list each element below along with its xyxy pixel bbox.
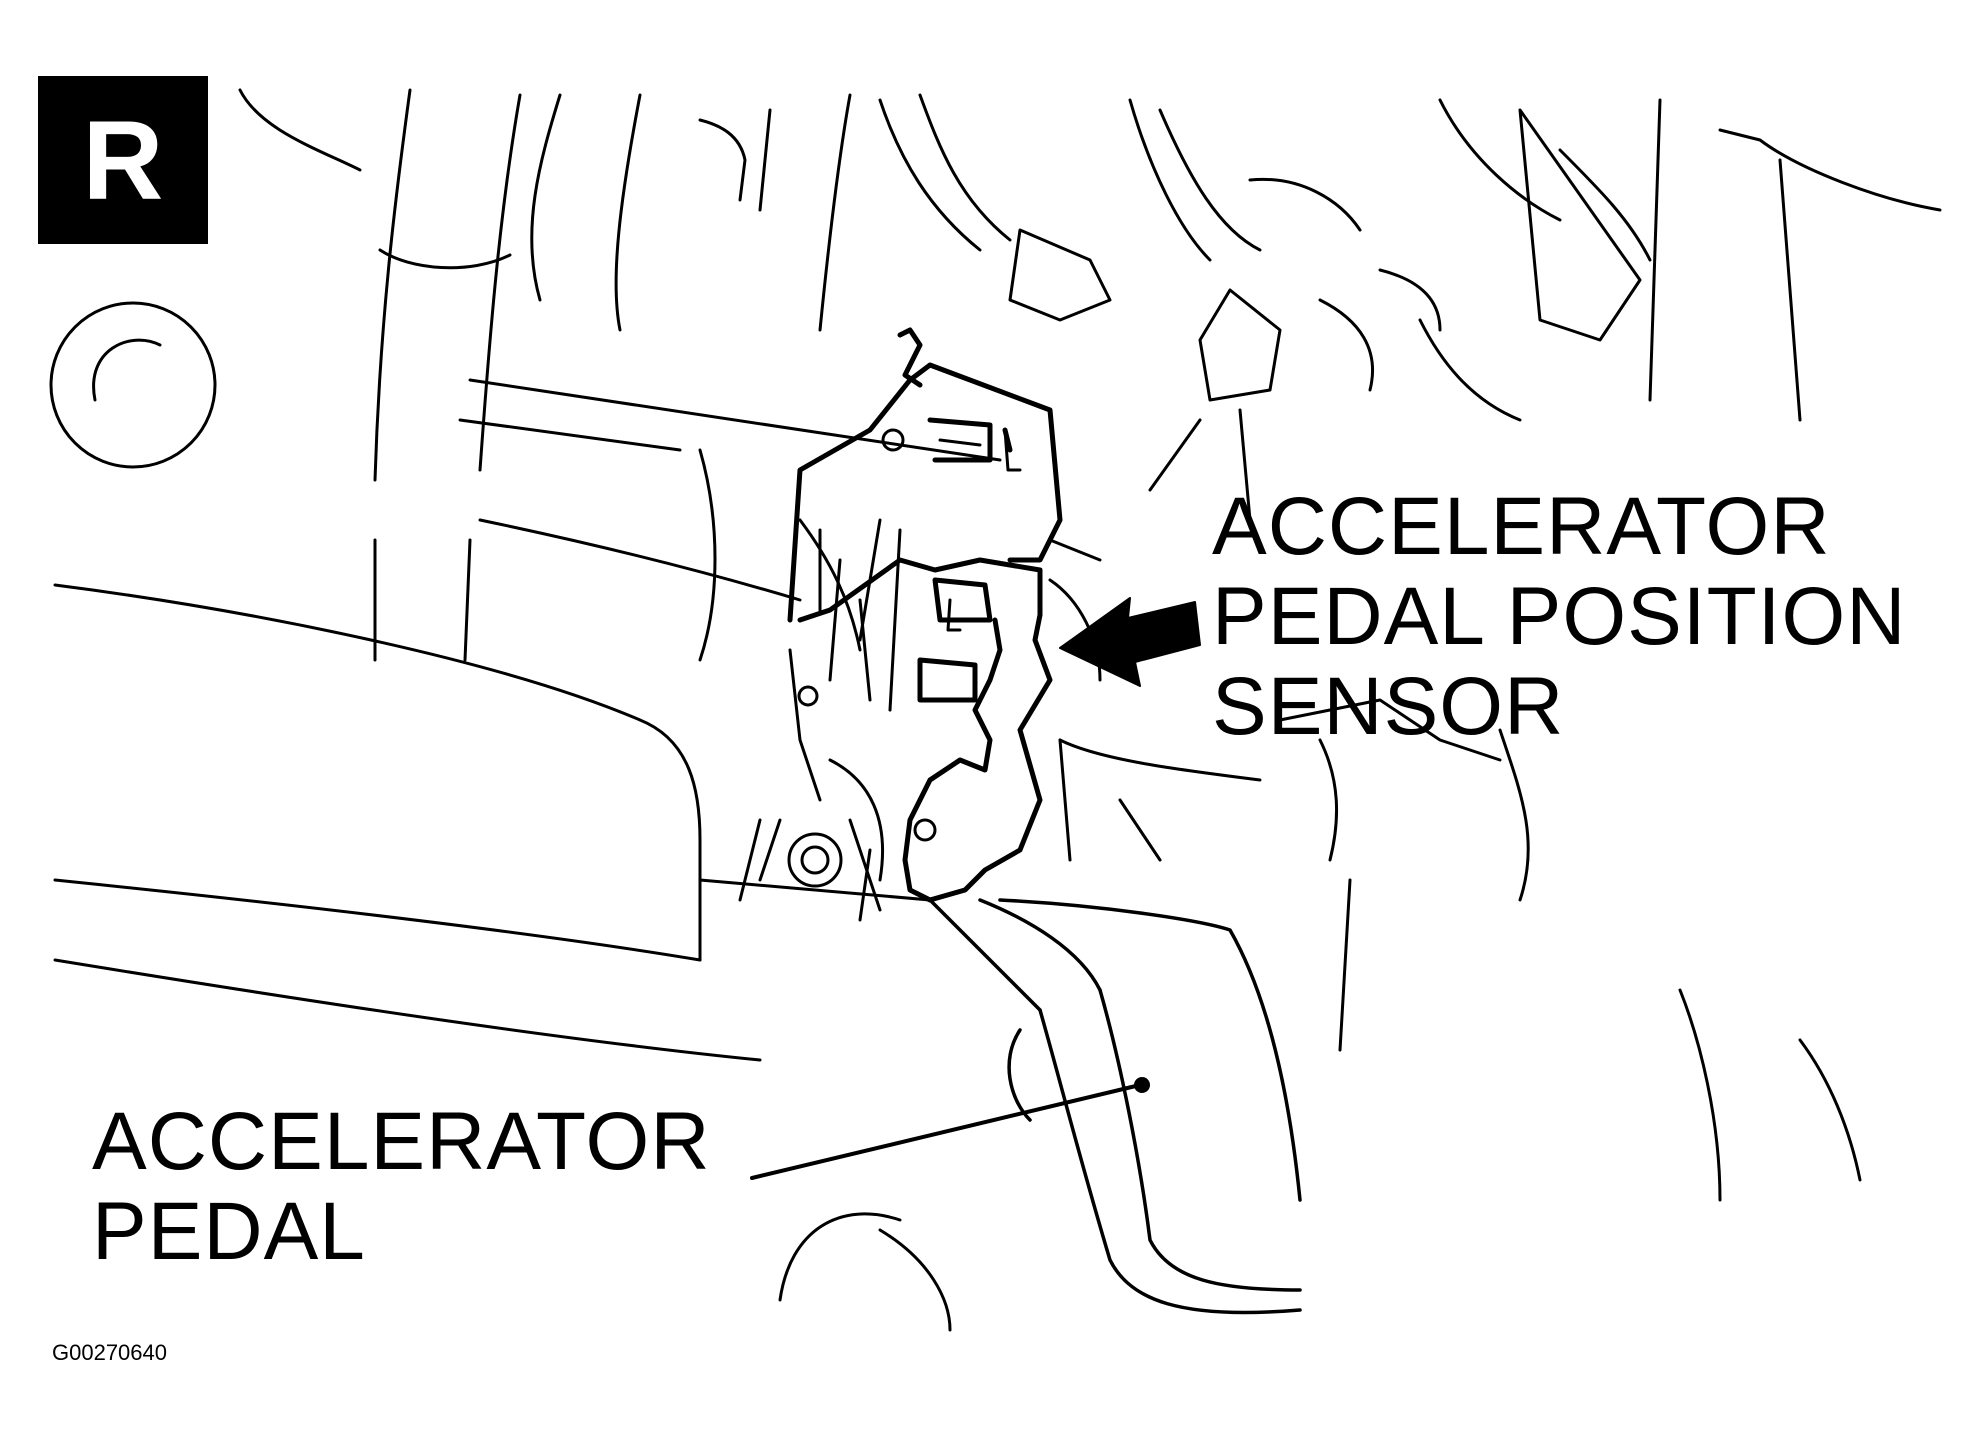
accelerator-pedal-drawing bbox=[928, 898, 1302, 1315]
background-structure-right bbox=[878, 93, 1942, 522]
sensor-details bbox=[738, 428, 1102, 922]
pedal-callout-line: PEDAL bbox=[92, 1186, 366, 1277]
steering-column bbox=[373, 88, 522, 662]
background-structure-left bbox=[238, 88, 1002, 662]
pedal-callout-line: ACCELERATOR bbox=[92, 1096, 711, 1187]
sensor-callout-line: SENSOR bbox=[1212, 661, 1565, 752]
lower-panel bbox=[53, 583, 932, 1062]
sensor-callout-line: ACCELERATOR bbox=[1212, 481, 1831, 572]
sensor-pointer-arrow bbox=[1059, 597, 1201, 687]
sensor-callout-label: ACCELERATOR PEDAL POSITION SENSOR bbox=[1212, 482, 1906, 752]
mounting-bolt bbox=[758, 818, 882, 912]
pedal-leader-line bbox=[750, 1077, 1150, 1180]
pedal-callout-label: ACCELERATOR PEDAL bbox=[92, 1097, 711, 1277]
background-structure-mid bbox=[1048, 538, 1862, 1202]
figure-id: G00270640 bbox=[52, 1340, 167, 1365]
lower-round-part bbox=[778, 1212, 952, 1332]
view-badge: R bbox=[38, 76, 208, 244]
sensor-callout-line: PEDAL POSITION bbox=[1212, 571, 1907, 662]
circular-bracket bbox=[49, 301, 217, 469]
pedal-position-sensor-drawing bbox=[787, 327, 1063, 903]
